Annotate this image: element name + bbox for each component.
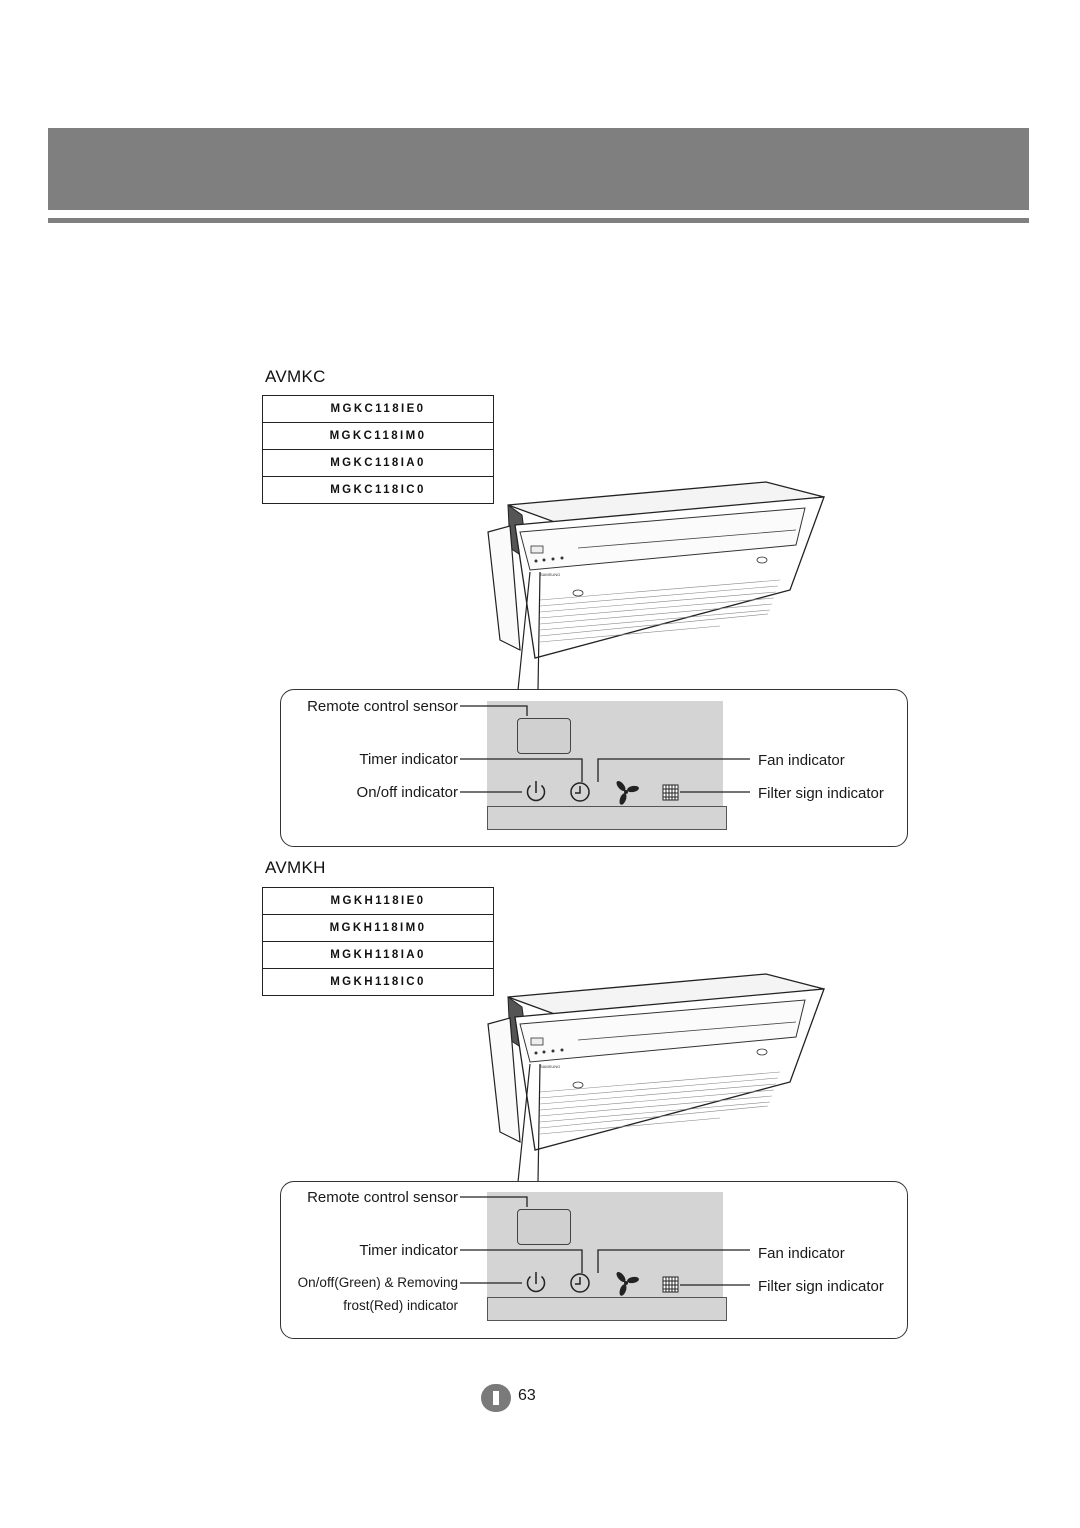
- fan-icon: [616, 781, 639, 805]
- label-timer: Timer indicator: [359, 751, 458, 768]
- label-filter: Filter sign indicator: [758, 1278, 884, 1295]
- remote-sensor-window: [517, 1209, 571, 1245]
- label-filter: Filter sign indicator: [758, 785, 884, 802]
- model-cell: MGKH118IC0: [262, 968, 494, 996]
- label-fan: Fan indicator: [758, 1245, 845, 1262]
- series-title: AVMKC: [265, 367, 326, 386]
- label-timer: Timer indicator: [359, 1242, 458, 1259]
- label-remote-sensor: Remote control sensor: [307, 698, 458, 715]
- unit-logo: SAMSUNG: [540, 1064, 560, 1069]
- fan-icon: [616, 1272, 639, 1296]
- model-cell: MGKC118IA0: [262, 449, 494, 477]
- unit-logo: SAMSUNG: [540, 572, 560, 577]
- series-title: AVMKH: [265, 858, 326, 877]
- model-cell: MGKC118IC0: [262, 476, 494, 504]
- model-table: MGKH118IE0 MGKH118IM0 MGKH118IA0 MGKH118…: [262, 887, 494, 996]
- timer-icon: [570, 1273, 590, 1293]
- filter-icon: [662, 784, 679, 801]
- panel-strip: [487, 806, 727, 830]
- header-rule: [48, 218, 1029, 223]
- label-onoff: On/off indicator: [356, 784, 458, 801]
- model-cell: MGKH118IE0: [262, 887, 494, 915]
- timer-icon: [570, 782, 590, 802]
- model-table: MGKC118IE0 MGKC118IM0 MGKC118IA0 MGKC118…: [262, 395, 494, 504]
- page-badge: [481, 1384, 511, 1412]
- panel-strip: [487, 1297, 727, 1321]
- model-cell: MGKC118IE0: [262, 395, 494, 423]
- model-cell: MGKC118IM0: [262, 422, 494, 450]
- model-cell: MGKH118IM0: [262, 914, 494, 942]
- label-onoff: On/off(Green) & Removing: [297, 1275, 458, 1290]
- label-fan: Fan indicator: [758, 752, 845, 769]
- page-number: 63: [518, 1387, 536, 1404]
- power-icon: [526, 781, 546, 802]
- power-icon: [526, 1272, 546, 1293]
- header-band: [48, 128, 1029, 210]
- remote-sensor-window: [517, 718, 571, 754]
- filter-icon: [662, 1276, 679, 1293]
- label-onoff-line2: frost(Red) indicator: [343, 1298, 458, 1313]
- label-remote-sensor: Remote control sensor: [307, 1189, 458, 1206]
